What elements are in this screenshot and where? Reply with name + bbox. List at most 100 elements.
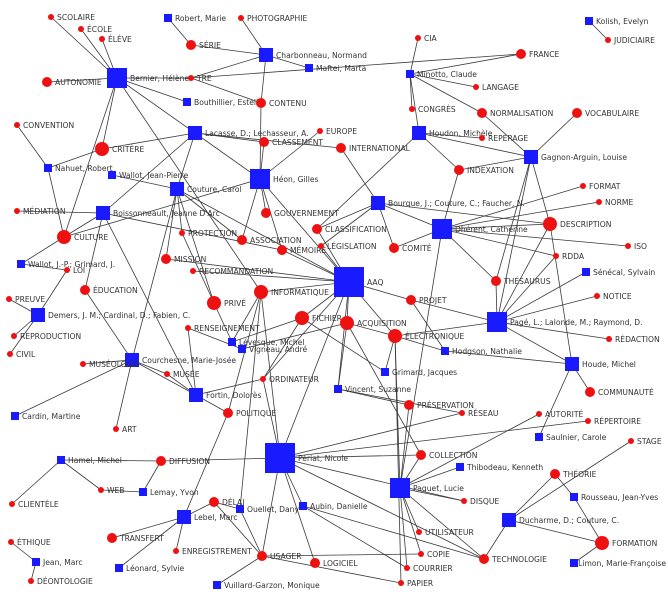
author-square-marker bbox=[17, 260, 25, 268]
edge-lacasse-critere bbox=[101, 132, 196, 150]
node-label: COPIE bbox=[427, 550, 450, 559]
edge-gagnon-vocabulaire bbox=[530, 112, 578, 158]
edge-levesque-fichier bbox=[231, 317, 303, 343]
keyword-circle-marker bbox=[98, 487, 104, 493]
node-education: ÉDUCATION bbox=[80, 285, 138, 295]
node-electronique: ÉLECTRONIQUE bbox=[388, 329, 464, 343]
node-label: Pagé, L.; Lalonde, M.; Raymond, D. bbox=[510, 318, 643, 327]
node-acquisition: ACQUISITION bbox=[340, 316, 407, 330]
edge-page-description bbox=[496, 223, 551, 323]
edge-bernier-critere bbox=[101, 77, 118, 150]
node-label: Lacasse, D.; Lechasseur, A. bbox=[205, 129, 309, 138]
node-label: Grimard, Jacques bbox=[392, 368, 457, 377]
node-label: Houdon, Michèle bbox=[429, 129, 493, 138]
edge-courchesne-fortin bbox=[131, 359, 197, 396]
keyword-circle-marker bbox=[473, 84, 479, 90]
author-square-marker bbox=[125, 353, 139, 367]
node-label: RÉDACTION bbox=[615, 335, 660, 344]
edge-bourque-legislation bbox=[320, 202, 379, 247]
edge-page-senecal bbox=[496, 271, 587, 323]
edge-bourque-comite bbox=[377, 202, 395, 249]
edge-dherent-rdda bbox=[441, 228, 557, 257]
node-label: CLASSIFICATION bbox=[325, 225, 387, 234]
author-square-marker bbox=[456, 463, 464, 471]
edge-aaq-mission bbox=[165, 258, 350, 283]
keyword-circle-marker bbox=[188, 75, 194, 81]
author-square-marker bbox=[570, 559, 578, 567]
author-square-marker bbox=[381, 368, 389, 376]
node-periat: Périat, Nicole bbox=[265, 443, 348, 473]
node-civil: CIVIL bbox=[7, 350, 36, 359]
node-label: SÉRIE bbox=[199, 41, 221, 50]
author-square-marker bbox=[371, 196, 385, 210]
edge-boissonneault-education bbox=[84, 212, 104, 291]
node-courchesne: Courchesne, Marie-Josée bbox=[125, 353, 236, 367]
keyword-circle-marker bbox=[161, 254, 171, 264]
node-label: ÉLECTRONIQUE bbox=[405, 332, 464, 341]
edge-boissonneault-lacasse bbox=[102, 132, 196, 214]
edge-ducharme-stage bbox=[508, 440, 632, 521]
node-label: Dhérent, Catherine bbox=[455, 225, 528, 234]
edge-bernier-autonomie bbox=[46, 77, 118, 83]
node-label: Couture, Carol bbox=[187, 185, 242, 194]
author-square-marker bbox=[250, 169, 270, 189]
keyword-circle-marker bbox=[398, 580, 404, 586]
keyword-circle-marker bbox=[185, 325, 191, 331]
node-formation: FORMATION bbox=[595, 536, 657, 550]
edge-paquet-autorite bbox=[399, 413, 540, 489]
edge-wallot_j-culture bbox=[20, 236, 65, 265]
edge-paquet-technologie bbox=[399, 487, 485, 560]
node-label: Vuillard-Garzon, Monique bbox=[224, 581, 320, 590]
author-square-marker bbox=[44, 164, 52, 172]
author-square-marker bbox=[570, 493, 578, 501]
keyword-circle-marker bbox=[8, 539, 14, 545]
node-robert: Robert, Marie bbox=[164, 14, 226, 23]
keyword-circle-marker bbox=[95, 142, 109, 156]
node-label: Paquet, Lucie bbox=[413, 484, 464, 493]
node-wallot_jp: Wallot, Jean-Pierre bbox=[108, 171, 189, 180]
node-reproduction: REPRODUCTION bbox=[11, 332, 81, 341]
node-label: PROJET bbox=[419, 296, 447, 305]
node-label: THÉSAURUS bbox=[503, 277, 551, 286]
node-label: CONVENTION bbox=[23, 121, 74, 130]
keyword-circle-marker bbox=[48, 14, 54, 20]
author-square-marker bbox=[299, 502, 307, 510]
node-delai: DÉLAI bbox=[209, 497, 245, 507]
keyword-circle-marker bbox=[207, 296, 221, 310]
edge-gagnon-page bbox=[496, 156, 532, 323]
node-label: Gagnon-Arguin, Louise bbox=[541, 153, 627, 162]
node-vincent: Vincent, Suzanne bbox=[334, 385, 411, 394]
edge-usager-delai bbox=[213, 501, 263, 557]
node-label: REPÉRAGE bbox=[488, 134, 528, 143]
edge-gagnon-indexation bbox=[458, 156, 532, 171]
node-label: RÉPERTOIRE bbox=[594, 417, 641, 426]
keyword-circle-marker bbox=[479, 554, 489, 564]
node-label: RENSEIGNEMENT bbox=[194, 324, 260, 333]
node-label: Rousseau, Jean-Yves bbox=[581, 493, 658, 502]
node-classement: CLASSEMENT bbox=[259, 137, 323, 147]
node-label: Hodgson, Nathalie bbox=[452, 347, 522, 356]
edge-dherent-description bbox=[441, 223, 551, 230]
node-label: Ducharme, D.; Couture, C. bbox=[519, 516, 619, 525]
node-vuillard: Vuillard-Garzon, Monique bbox=[213, 581, 320, 590]
keyword-circle-marker bbox=[479, 135, 485, 141]
node-cia: CIA bbox=[415, 34, 438, 43]
edge-periat-diffusion bbox=[160, 457, 281, 462]
node-congres: CONGRÈS bbox=[409, 105, 456, 114]
edge-helen-aaq bbox=[259, 178, 350, 283]
node-label: MUSÉOLOGIE bbox=[89, 360, 140, 369]
node-label: Fortin, Dolorès bbox=[206, 391, 261, 400]
keyword-circle-marker bbox=[260, 376, 266, 382]
keyword-circle-marker bbox=[179, 230, 185, 236]
node-label: ISO bbox=[634, 242, 647, 251]
node-culture: CULTURE bbox=[57, 230, 109, 244]
author-square-marker bbox=[524, 150, 538, 164]
node-label: Léonard, Sylvie bbox=[126, 564, 185, 573]
author-square-marker bbox=[188, 126, 202, 140]
node-label: CIA bbox=[424, 34, 438, 43]
edge-vigneau-acquisition bbox=[241, 322, 348, 350]
node-iso: ISO bbox=[625, 242, 647, 251]
edge-rousseau-formation bbox=[573, 496, 603, 544]
node-norme: NORME bbox=[596, 198, 633, 207]
node-bourque: Bourque, J.; Couture, C.; Faucher, N. bbox=[371, 196, 525, 210]
